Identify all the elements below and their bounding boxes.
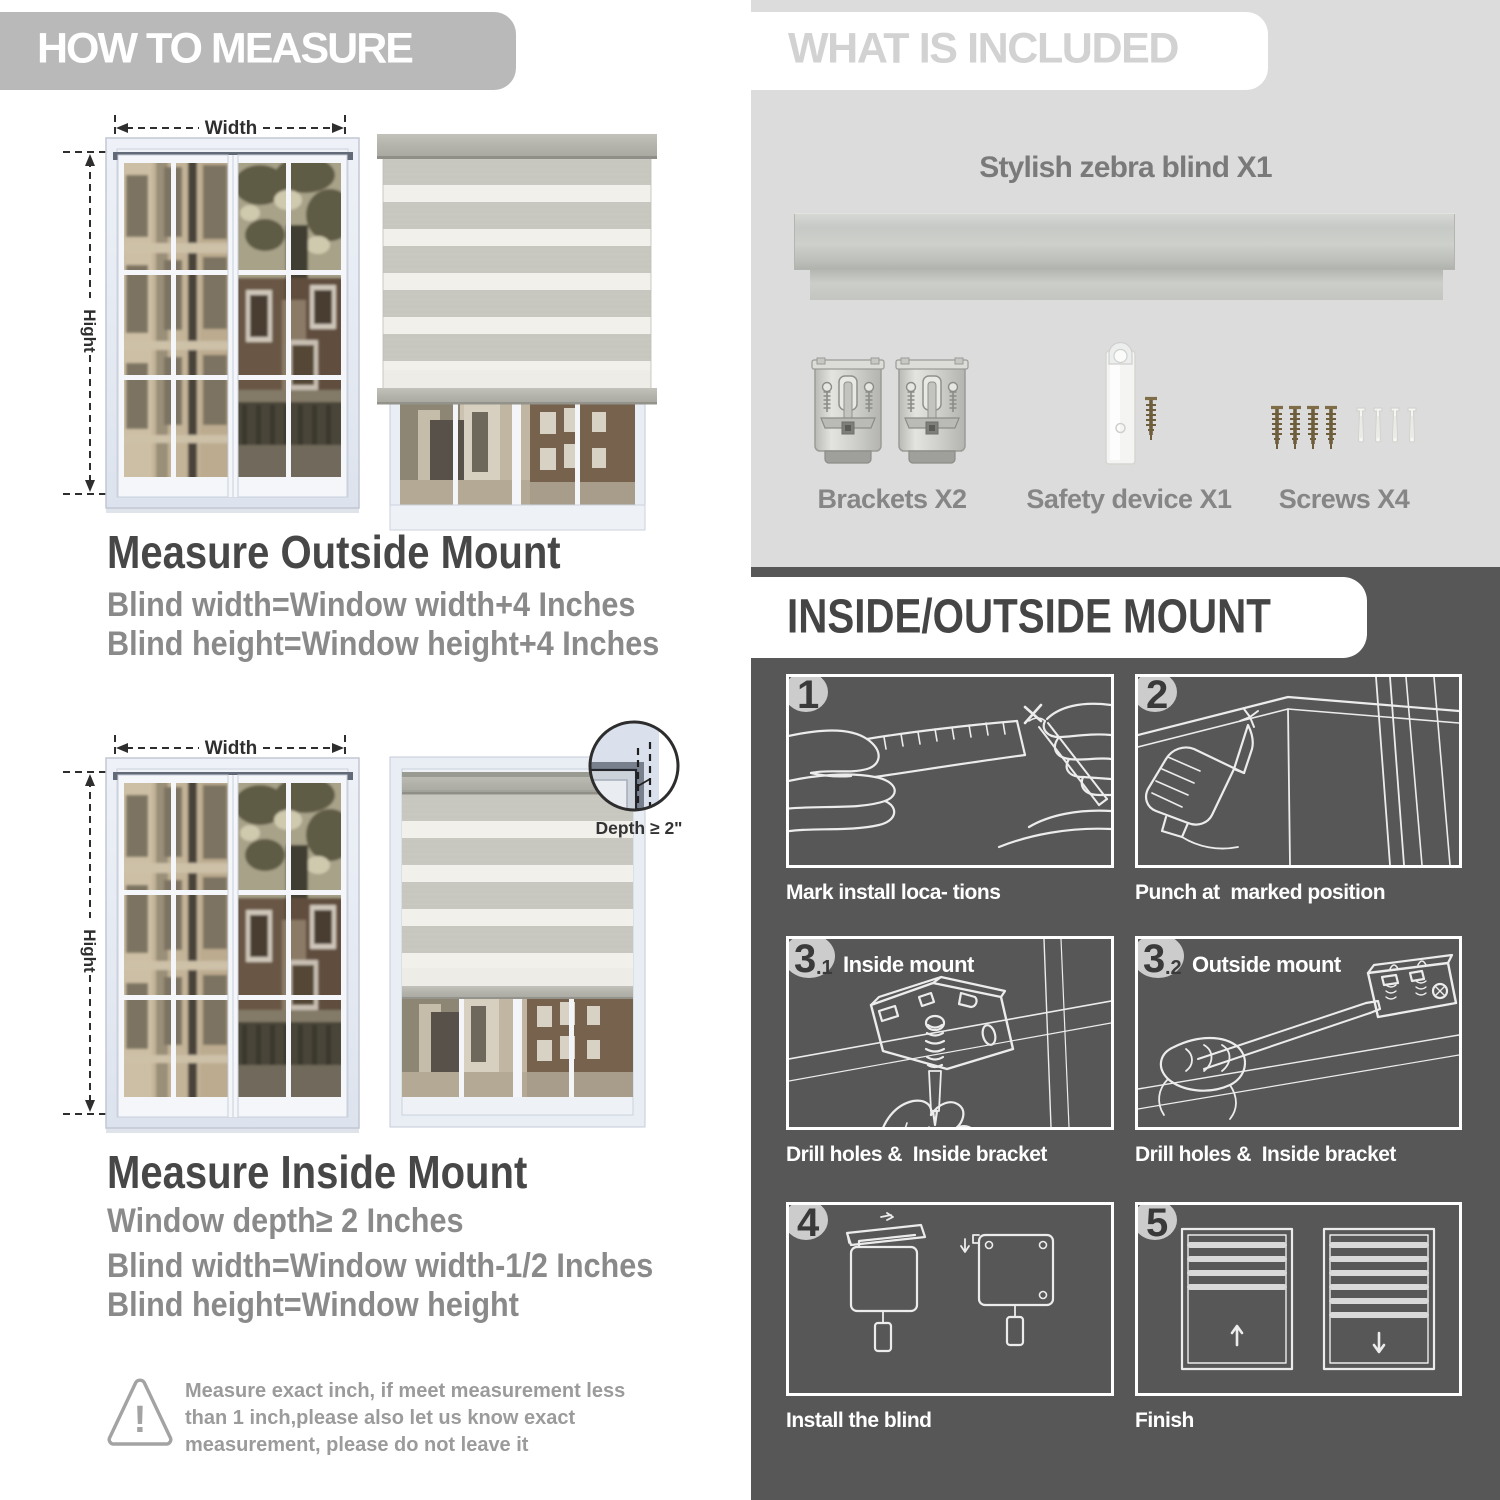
svg-text:Width: Width — [205, 738, 258, 759]
svg-text:Depth ≥ 2": Depth ≥ 2" — [596, 818, 683, 838]
svg-text:Hight: Hight — [80, 309, 99, 353]
svg-text:.1: .1 — [816, 957, 833, 979]
svg-text:!: ! — [134, 1399, 147, 1441]
svg-text:Hight: Hight — [80, 929, 99, 973]
svg-text:2: 2 — [1146, 677, 1168, 717]
svg-text:.2: .2 — [1165, 957, 1182, 979]
svg-text:3: 3 — [1143, 939, 1165, 981]
svg-text:3: 3 — [794, 939, 816, 981]
svg-text:Width: Width — [205, 118, 258, 139]
svg-text:Inside mount: Inside mount — [843, 952, 975, 977]
svg-text:Outside mount: Outside mount — [1192, 952, 1342, 977]
svg-text:5: 5 — [1146, 1205, 1168, 1245]
svg-text:4: 4 — [797, 1205, 820, 1245]
svg-text:1: 1 — [797, 677, 819, 717]
